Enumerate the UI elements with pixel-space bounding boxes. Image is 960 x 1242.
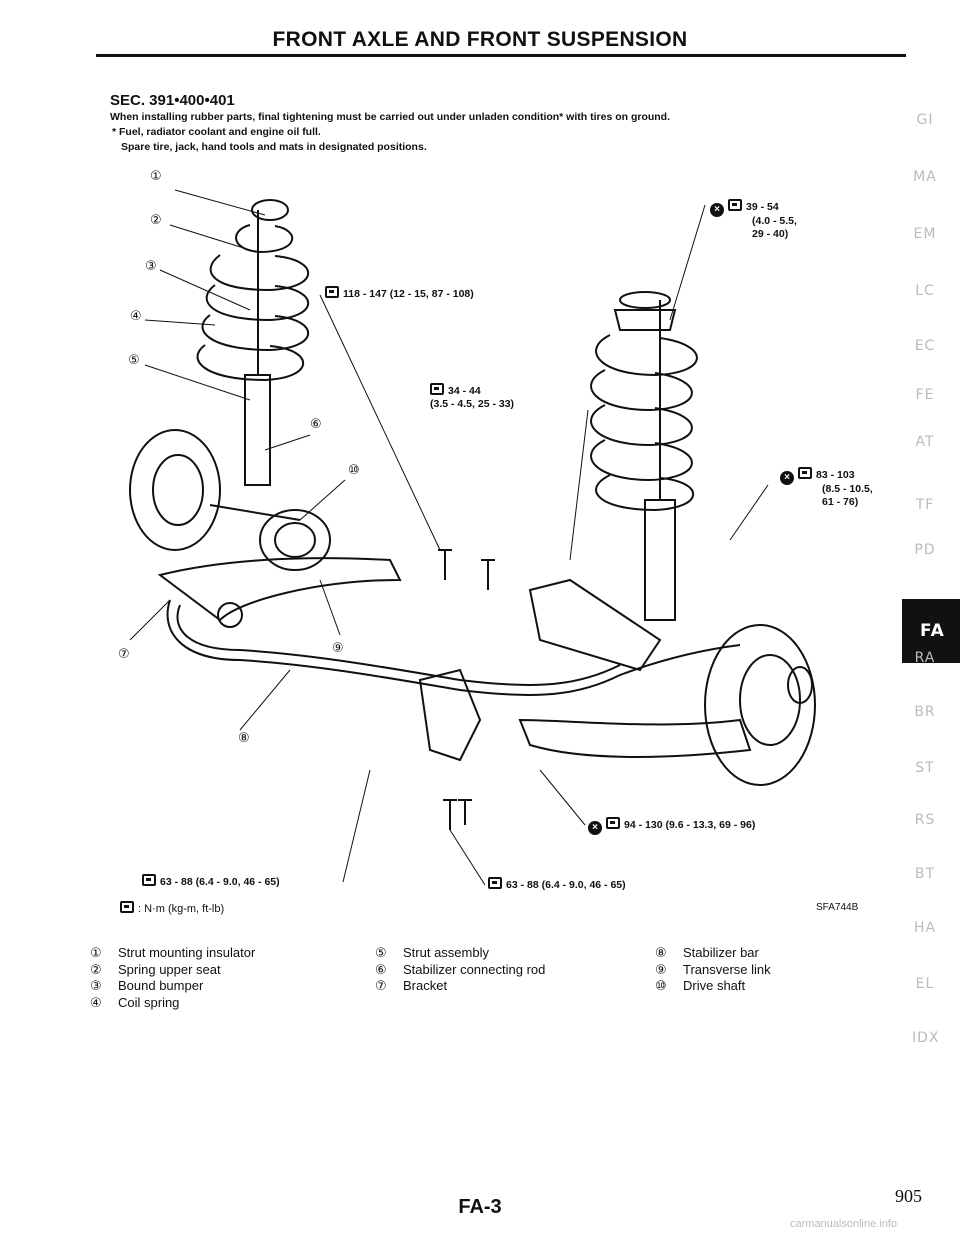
torque-spec-bracket-right: 63 - 88 (6.4 - 9.0, 46 - 65)	[488, 876, 626, 892]
tab-br[interactable]: BR	[914, 704, 936, 720]
no-reuse-icon: ×	[710, 203, 724, 217]
install-note-footnote: * Fuel, radiator coolant and engine oil …	[112, 126, 321, 138]
torque-wrench-icon	[798, 467, 812, 479]
tab-ra[interactable]: RA	[914, 650, 936, 666]
tab-bt[interactable]: BT	[914, 866, 936, 882]
callout-number-2: ②	[150, 212, 162, 227]
callout-number-6: ⑥	[310, 416, 322, 431]
tab-at[interactable]: AT	[915, 434, 935, 450]
torque-wrench-icon	[142, 874, 156, 886]
torque-spec-strut-mount: ×39 - 54 (4.0 - 5.5, 29 - 40)	[710, 198, 797, 241]
callout-number-1: ①	[150, 168, 162, 183]
torque-wrench-icon	[430, 383, 444, 395]
callout-number-10: ⑩	[348, 462, 360, 477]
watermark: carmanualsonline.info	[790, 1218, 898, 1230]
tab-el[interactable]: EL	[915, 976, 935, 992]
callout-number-9: ⑨	[332, 640, 344, 655]
tab-gi[interactable]: GI	[916, 112, 934, 128]
page-number: 905	[895, 1186, 922, 1206]
torque-wrench-icon	[606, 817, 620, 829]
suspension-diagram: ① ② ③ ④ ⑤ ⑥ ⑦ ⑧ ⑨ ⑩ ×39 - 54 (4.0 - 5.5,…	[100, 160, 900, 920]
torque-spec-drive-shaft: 118 - 147 (12 - 15, 87 - 108)	[325, 285, 474, 301]
callout-number-7: ⑦	[118, 646, 130, 661]
tab-em[interactable]: EM	[913, 226, 937, 242]
torque-spec-bracket-left: 63 - 88 (6.4 - 9.0, 46 - 65)	[142, 873, 280, 889]
tab-fa[interactable]: FA	[902, 599, 960, 663]
torque-wrench-icon	[728, 199, 742, 211]
tab-fe[interactable]: FE	[915, 387, 935, 403]
section-code: SEC. 391•400•401	[110, 92, 235, 109]
tab-idx[interactable]: IDX	[912, 1030, 940, 1046]
tab-ma[interactable]: MA	[913, 169, 937, 185]
tab-st[interactable]: ST	[915, 760, 935, 776]
torque-wrench-icon	[120, 901, 134, 913]
suspension-illustration	[129, 189, 816, 886]
tab-pd[interactable]: PD	[914, 542, 936, 558]
unit-note: : N·m (kg-m, ft-lb)	[120, 900, 224, 915]
callout-number-5: ⑤	[128, 352, 140, 367]
tab-ha[interactable]: HA	[913, 920, 937, 936]
install-note-continued: Spare tire, jack, hand tools and mats in…	[121, 141, 427, 153]
no-reuse-icon: ×	[588, 821, 602, 835]
torque-spec-strut-lower: ×83 - 103 (8.5 - 10.5, 61 - 76)	[780, 466, 873, 509]
page-title: FRONT AXLE AND FRONT SUSPENSION	[272, 28, 688, 51]
torque-spec-ball-joint: ×94 - 130 (9.6 - 13.3, 69 - 96)	[588, 816, 755, 835]
tab-tf[interactable]: TF	[915, 497, 935, 513]
tab-ec[interactable]: EC	[914, 338, 936, 354]
page-code: FA-3	[458, 1196, 502, 1218]
no-reuse-icon: ×	[780, 471, 794, 485]
title-rule	[96, 54, 906, 57]
callout-number-3: ③	[145, 258, 157, 273]
figure-id: SFA744B	[816, 902, 859, 913]
tab-lc[interactable]: LC	[915, 283, 935, 299]
tab-rs[interactable]: RS	[914, 812, 936, 828]
install-note: When installing rubber parts, final tigh…	[110, 111, 671, 123]
torque-wrench-icon	[325, 286, 339, 298]
callout-number-8: ⑧	[238, 730, 250, 745]
torque-wrench-icon	[488, 877, 502, 889]
callout-number-4: ④	[130, 308, 142, 323]
torque-spec-link-bolt: 34 - 44 (3.5 - 4.5, 25 - 33)	[430, 383, 515, 410]
